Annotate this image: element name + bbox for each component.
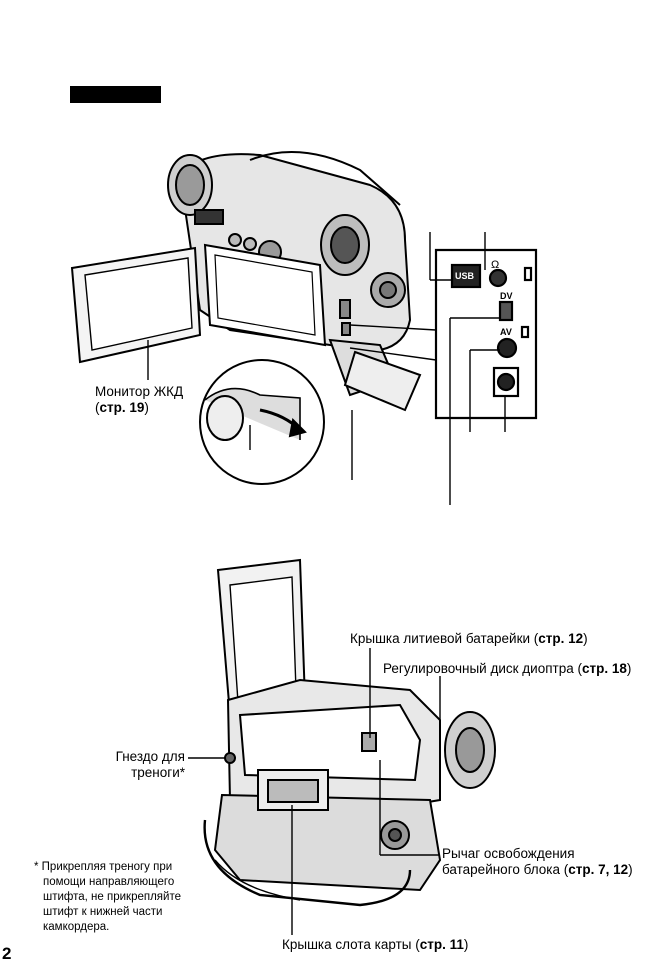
paren-close: ) bbox=[463, 937, 469, 952]
paren-close: ) bbox=[583, 631, 588, 646]
footnote-line: помощи направляющего bbox=[43, 876, 175, 888]
section-header-bar bbox=[70, 86, 161, 103]
jack-detail-panel: USB Ω DV AV bbox=[434, 248, 538, 420]
lcd-monitor-label: Монитор ЖКД (стр. 19) bbox=[95, 384, 183, 416]
release-line2: батарейного блока (стр. 7, 12) bbox=[442, 862, 633, 878]
release-line1: Рычаг освобождения bbox=[442, 846, 575, 861]
release-text: батарейного блока ( bbox=[442, 862, 569, 877]
tripod-line2: треноги* bbox=[131, 765, 185, 780]
footnote-line: штифта, не прикрепляйте bbox=[43, 891, 181, 903]
footnote-line: штифт к нижней части bbox=[43, 906, 163, 918]
usb-jack-label: USB bbox=[455, 271, 475, 281]
top-leader-lines bbox=[147, 232, 506, 505]
lcd-monitor-label-line2: (стр. 19) bbox=[95, 400, 183, 416]
paren-close: ) bbox=[144, 400, 149, 415]
tripod-line1: Гнездо для bbox=[115, 749, 185, 764]
headphone-icon: Ω bbox=[491, 259, 499, 271]
footnote-line: камкордера. bbox=[43, 921, 110, 933]
bottom-leader-lines bbox=[188, 648, 441, 935]
lcd-monitor-page-ref: стр. 19 bbox=[99, 400, 145, 415]
paren-open: ( bbox=[95, 400, 100, 415]
footnote-line: * Прикрепляя треногу при bbox=[34, 861, 173, 873]
page-number: 2 bbox=[2, 944, 12, 963]
tripod-footnote: * Прикрепляя треногу при помощи направля… bbox=[34, 860, 181, 935]
bottom-camcorder-drawing bbox=[203, 558, 496, 907]
battery-release-lever-label: Рычаг освобождения батарейного блока (ст… bbox=[442, 846, 633, 878]
card-slot-cover-label: Крышка слота карты (стр. 11) bbox=[282, 937, 468, 953]
lcd-monitor-label-line1: Монитор ЖКД bbox=[95, 384, 184, 399]
paren-close: ) bbox=[628, 862, 633, 877]
release-page-ref: стр. 7, 12 bbox=[568, 862, 629, 877]
card-slot-page-ref: стр. 11 bbox=[419, 937, 464, 952]
av-jack-label: AV bbox=[500, 327, 512, 337]
dv-jack-label: DV bbox=[500, 291, 513, 301]
card-slot-text: Крышка слота карты ( bbox=[282, 937, 420, 952]
lithium-battery-cover-label: Крышка литиевой батарейки (стр. 12) bbox=[350, 631, 588, 647]
lithium-cover-page-ref: стр. 12 bbox=[538, 631, 584, 646]
tripod-socket-label: Гнездо для треноги* bbox=[113, 749, 185, 781]
diopter-page-ref: стр. 18 bbox=[581, 661, 627, 676]
paren-close: ) bbox=[626, 661, 632, 676]
top-camcorder-drawing bbox=[70, 151, 422, 412]
diopter-dial-label: Регулировочный диск диоптра (стр. 18) bbox=[383, 661, 631, 677]
lithium-cover-text: Крышка литиевой батарейки ( bbox=[350, 631, 539, 646]
magnified-detail-circle bbox=[199, 359, 325, 485]
diopter-text: Регулировочный диск диоптра ( bbox=[383, 661, 582, 676]
